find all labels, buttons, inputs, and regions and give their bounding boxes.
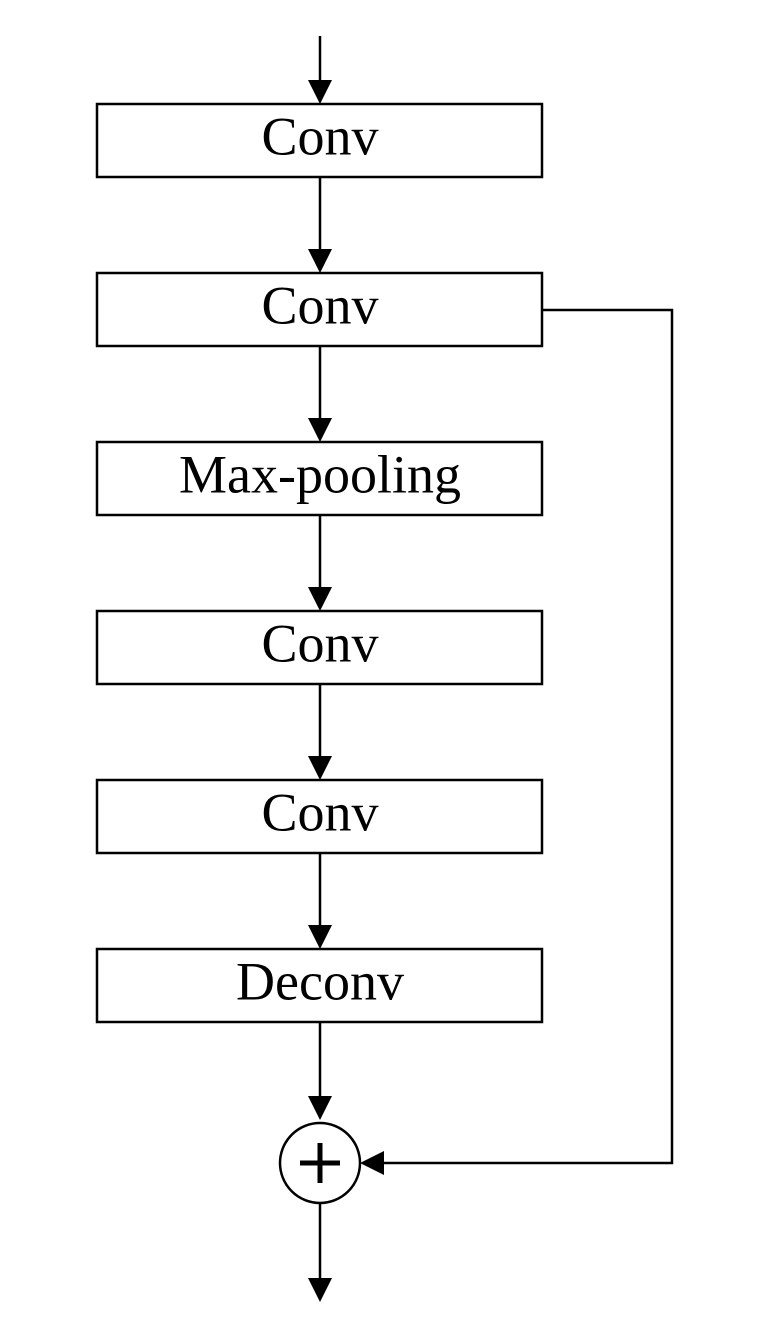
output-arrow [308, 1203, 332, 1302]
block-label: Conv [261, 782, 378, 842]
skip-connection [360, 308, 674, 1175]
conv-block-4: Conv [95, 778, 544, 855]
conv-block-2: Conv [95, 271, 544, 348]
arrow-1-2 [308, 177, 332, 273]
input-arrow [308, 36, 332, 104]
plus-icon [300, 1143, 340, 1183]
block-label: Conv [261, 106, 378, 166]
block-label: Conv [261, 275, 378, 335]
arrow-5-6 [308, 853, 332, 949]
block-label: Deconv [236, 951, 404, 1011]
arrow-4-5 [308, 684, 332, 780]
arrow-deconv-sum [308, 1022, 332, 1120]
conv-block-3: Conv [95, 609, 544, 686]
block-label: Max-pooling [179, 444, 461, 504]
conv-block-1: Conv [95, 102, 544, 179]
sum-node [278, 1121, 362, 1205]
arrow-3-4 [308, 515, 332, 611]
deconv-block: Deconv [95, 947, 544, 1024]
block-label: Conv [261, 613, 378, 673]
arrow-2-3 [308, 346, 332, 442]
max-pooling-block: Max-pooling [95, 440, 544, 517]
